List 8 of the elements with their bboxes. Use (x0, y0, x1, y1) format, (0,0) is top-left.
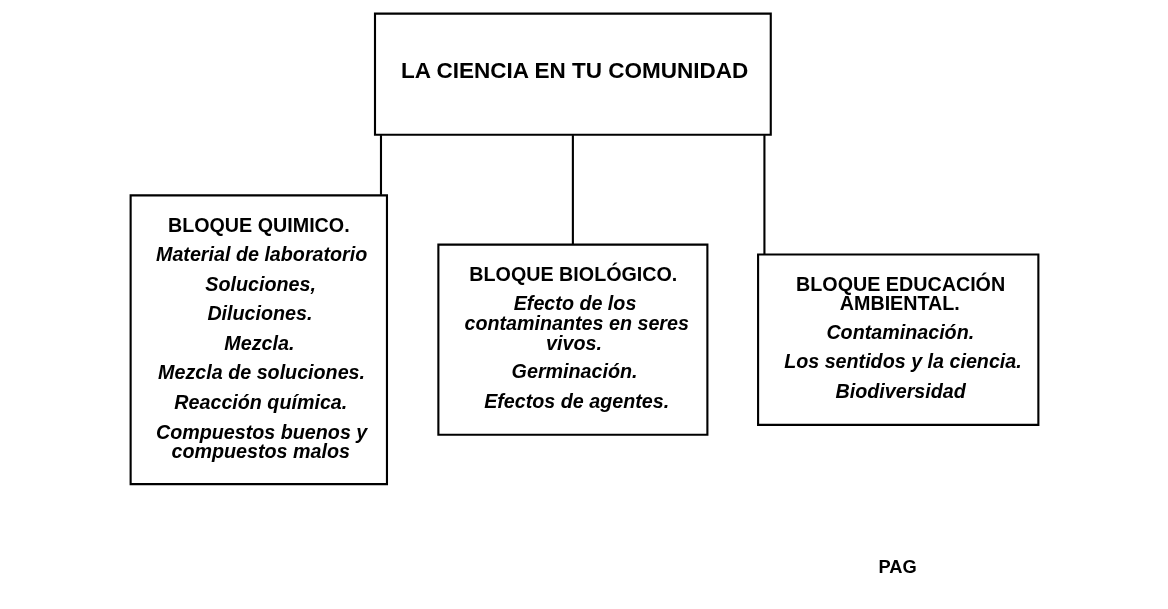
connector (762, 135, 765, 255)
node-box: BLOQUE EDUCACIÓN AMBIENTAL. Contaminación. Los sentidos y la ciencia. Biodiversidad (756, 253, 1039, 426)
node-box: BLOQUE QUIMICO. Material de laboratorio Soluciones, Diluciones. Mezcla. Mezcla de soluciones. Reacción química. Compuestos buenos y compuestos malos (129, 194, 388, 486)
node-box: LA CIENCIA EN TU COMUNIDAD (373, 12, 772, 136)
node-box: BLOQUE BIOLÓGICO. Efecto de los contaminantes en seres vivos. Germinación. Efectos de agentes. (436, 243, 708, 436)
connector (379, 135, 382, 195)
connector (571, 135, 574, 245)
label: PAG (878, 556, 917, 578)
